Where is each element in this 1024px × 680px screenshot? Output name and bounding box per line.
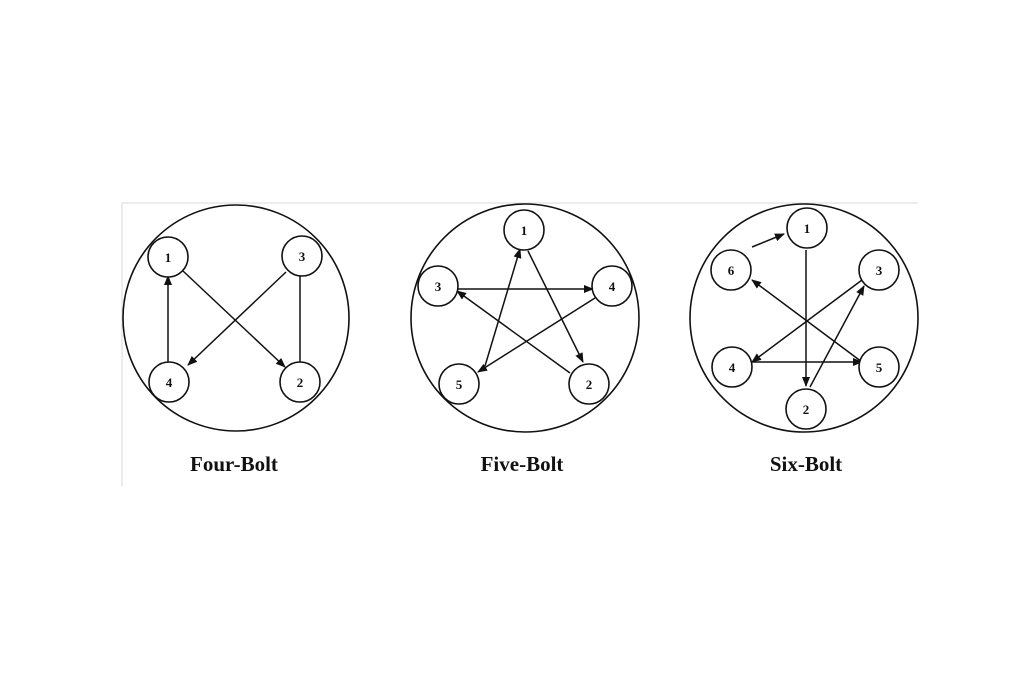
four-bolt-diagram: 1 3 4 2 Four-Bolt (122, 204, 350, 476)
bolt-number: 5 (876, 360, 883, 375)
sequence-arrow (456, 290, 571, 374)
bolt-hole (438, 363, 480, 405)
bolt-hole (568, 363, 610, 405)
bolt-5: 5 (858, 346, 900, 388)
bolt-number: 1 (804, 221, 811, 236)
bolt-number: 2 (297, 375, 304, 390)
bolt-number: 4 (166, 375, 173, 390)
bolt-number: 2 (586, 377, 593, 392)
bolt-hole (591, 265, 633, 307)
bolt-4: 4 (591, 265, 633, 307)
five-bolt-diagram: 1 3 4 5 2 Five-Bolt (410, 203, 640, 476)
sequence-arrows (164, 257, 304, 368)
flange-circle (689, 203, 919, 433)
bolt-hole (279, 361, 321, 403)
bolt-5: 5 (438, 363, 480, 405)
sequence-arrow (527, 250, 584, 363)
bolt-hole (858, 346, 900, 388)
bolt-number: 3 (876, 263, 883, 278)
sequence-arrow (182, 270, 286, 368)
bolt-number: 2 (803, 402, 810, 417)
bolt-hole (858, 249, 900, 291)
bolt-4: 4 (711, 346, 753, 388)
bolt-number: 4 (609, 279, 616, 294)
bolt-number: 6 (728, 263, 735, 278)
six-bolt-diagram: 1 6 3 4 5 2 Six-Bolt (689, 203, 919, 476)
bolt-hole (281, 235, 323, 277)
sequence-arrow (484, 248, 522, 367)
bolt-3: 3 (281, 235, 323, 277)
bolt-hole (147, 236, 189, 278)
bolt-hole (711, 346, 753, 388)
sequence-arrow (751, 279, 863, 363)
bolt-number: 3 (299, 249, 306, 264)
bolt-2: 2 (279, 361, 321, 403)
bolt-hole (785, 388, 827, 430)
bolt-hole (148, 361, 190, 403)
bolt-2: 2 (568, 363, 610, 405)
sequence-arrow (809, 285, 865, 388)
bolt-1: 1 (147, 236, 189, 278)
bolt-hole (710, 249, 752, 291)
bolt-3: 3 (417, 265, 459, 307)
bolt-3: 3 (858, 249, 900, 291)
sequence-arrow (187, 271, 287, 366)
flange-circle (122, 204, 350, 432)
diagram-caption: Four-Bolt (190, 452, 278, 476)
sequence-arrows (751, 233, 865, 388)
sequence-arrow (477, 297, 596, 373)
bolt-hole (417, 265, 459, 307)
bolt-hole (786, 207, 828, 249)
bolt-hole (503, 209, 545, 251)
diagram-caption: Six-Bolt (770, 452, 842, 476)
bolt-number: 3 (435, 279, 442, 294)
sequence-arrows (456, 248, 596, 374)
bolt-number: 1 (165, 250, 172, 265)
bolt-2: 2 (785, 388, 827, 430)
bolt-1: 1 (786, 207, 828, 249)
bolt-1: 1 (503, 209, 545, 251)
sequence-arrow (751, 233, 785, 248)
diagram-caption: Five-Bolt (481, 452, 564, 476)
flange-circle (410, 203, 640, 433)
bolt-6: 6 (710, 249, 752, 291)
bolt-number: 4 (729, 360, 736, 375)
bolt-number: 5 (456, 377, 463, 392)
bolt-4: 4 (148, 361, 190, 403)
bolt-number: 1 (521, 223, 528, 238)
